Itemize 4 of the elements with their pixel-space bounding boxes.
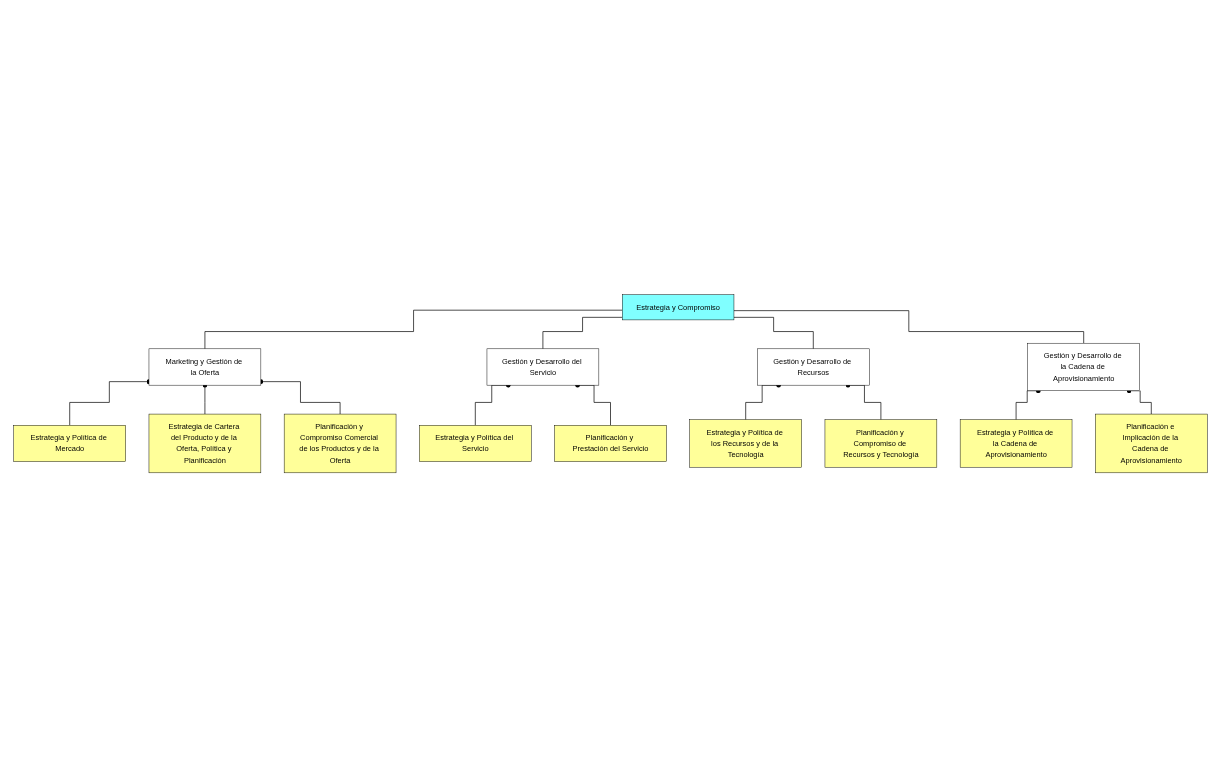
connector xyxy=(542,317,623,350)
connector xyxy=(733,317,814,350)
connector xyxy=(204,310,623,350)
connector xyxy=(733,310,1085,344)
